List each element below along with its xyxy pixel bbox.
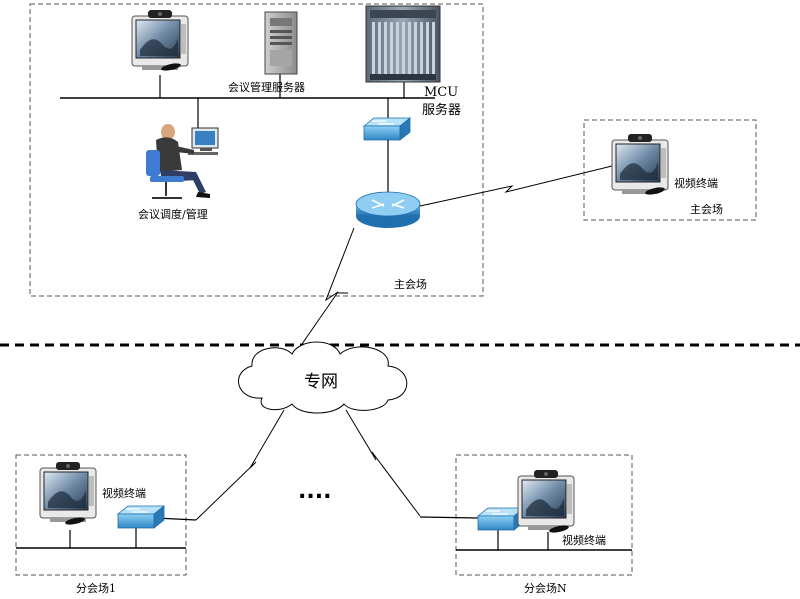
mcu-label-line1: MCU xyxy=(424,85,458,100)
branchN-switch-icon xyxy=(477,507,525,531)
operator-label: 会议调度/管理 xyxy=(138,207,208,221)
link-to-remote-main xyxy=(419,165,613,207)
mcu-label-line2: 服务器 xyxy=(422,102,461,118)
main-tv-icon xyxy=(131,9,189,73)
remote-main-venue-label: 主会场 xyxy=(690,202,723,216)
core-switch-icon xyxy=(363,117,411,141)
link-cloud-to-branch1 xyxy=(195,409,285,521)
link-router-to-cloud xyxy=(301,227,355,345)
ellipsis-dots: .... xyxy=(298,479,331,504)
branchN-box xyxy=(455,454,633,576)
remote-terminal-label: 视频终端 xyxy=(674,176,718,190)
branch1-terminal-label: 视频终端 xyxy=(102,486,146,500)
conference-server-icon xyxy=(264,11,298,75)
branchN-tv-icon xyxy=(517,469,575,535)
branchN-terminal-label: 视频终端 xyxy=(562,533,606,547)
operator-icon xyxy=(146,124,219,199)
remote-main-venue-box xyxy=(583,119,757,221)
link-cloud-to-branchN xyxy=(345,409,421,517)
branch1-box xyxy=(15,454,187,576)
main-venue-box xyxy=(29,3,484,297)
router-icon xyxy=(355,191,421,228)
main-venue-label: 主会场 xyxy=(394,277,427,291)
conference-server-label: 会议管理服务器 xyxy=(228,80,305,94)
branch1-name-label: 分会场1 xyxy=(76,581,116,595)
cloud-label: 专网 xyxy=(304,372,338,392)
branchN-name-label: 分会场N xyxy=(524,581,567,595)
remote-main-tv-icon xyxy=(611,133,669,197)
mcu-server-icon xyxy=(365,5,441,83)
branch1-tv-icon xyxy=(39,461,97,527)
private-network-cloud xyxy=(238,341,408,414)
branch1-switch-icon xyxy=(117,505,165,529)
